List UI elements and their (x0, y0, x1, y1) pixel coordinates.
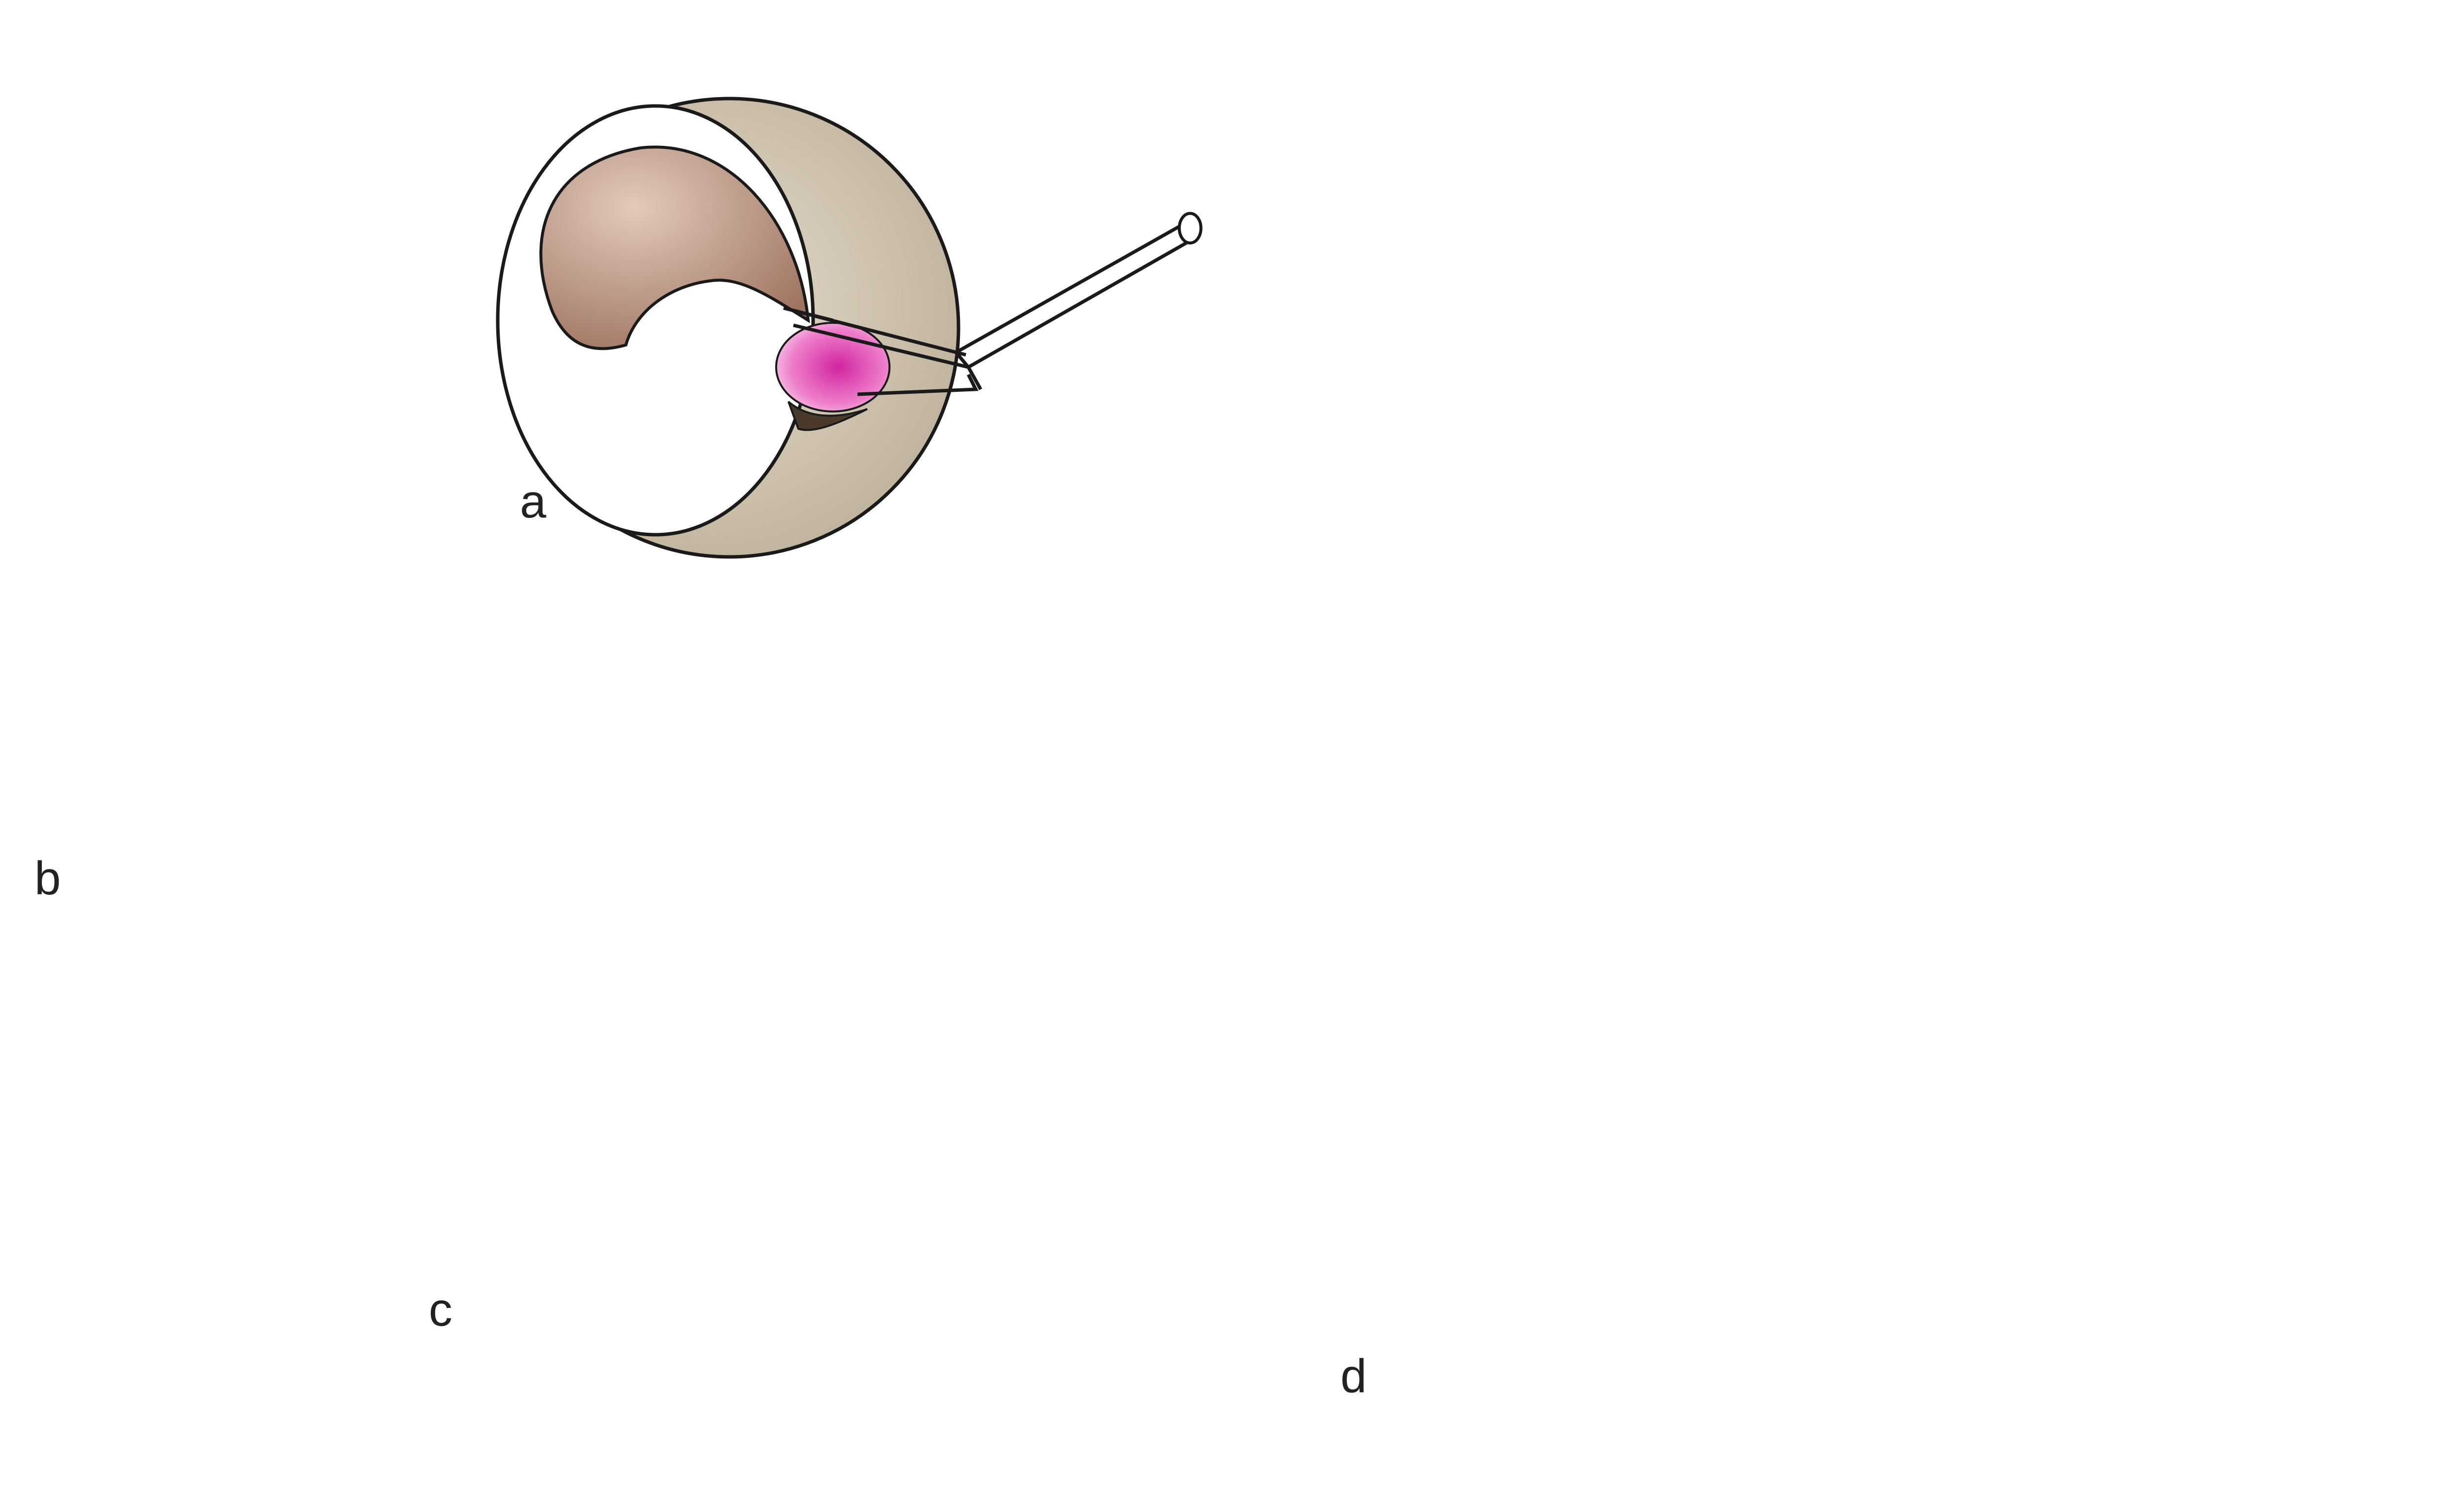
panel-a-embryo (496, 97, 1202, 559)
panel-label-b: b (34, 852, 61, 905)
forceps-icon (783, 212, 1202, 396)
panel-a-blastocoel (539, 145, 810, 350)
panel-a-graft-tissue (775, 322, 890, 412)
panel-label-d: d (1340, 1350, 1367, 1403)
panel-a-blastopore (787, 401, 868, 431)
panel-label-a: a (520, 475, 547, 528)
panel-label-c: c (429, 1283, 452, 1336)
